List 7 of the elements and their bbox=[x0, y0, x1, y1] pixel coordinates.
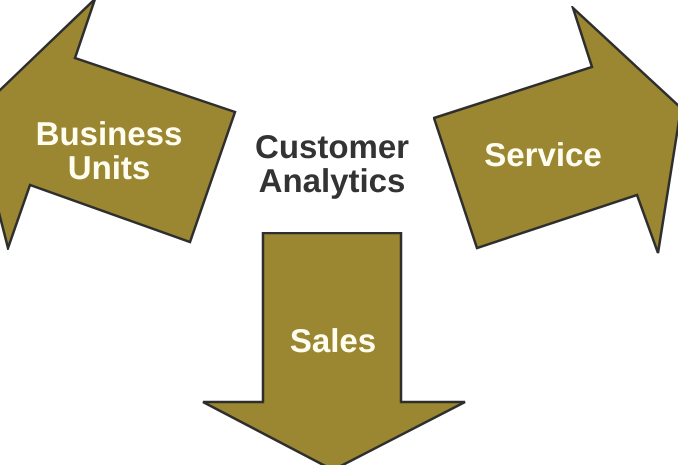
arrow-label: Service bbox=[484, 138, 602, 172]
arrow-label: Sales bbox=[290, 324, 376, 358]
arrow-label: Business Units bbox=[36, 117, 182, 185]
block-arrow bbox=[202, 232, 467, 465]
center-label: Customer Analytics bbox=[254, 130, 410, 198]
block-arrow bbox=[0, 0, 237, 250]
block-arrow bbox=[433, 6, 678, 256]
